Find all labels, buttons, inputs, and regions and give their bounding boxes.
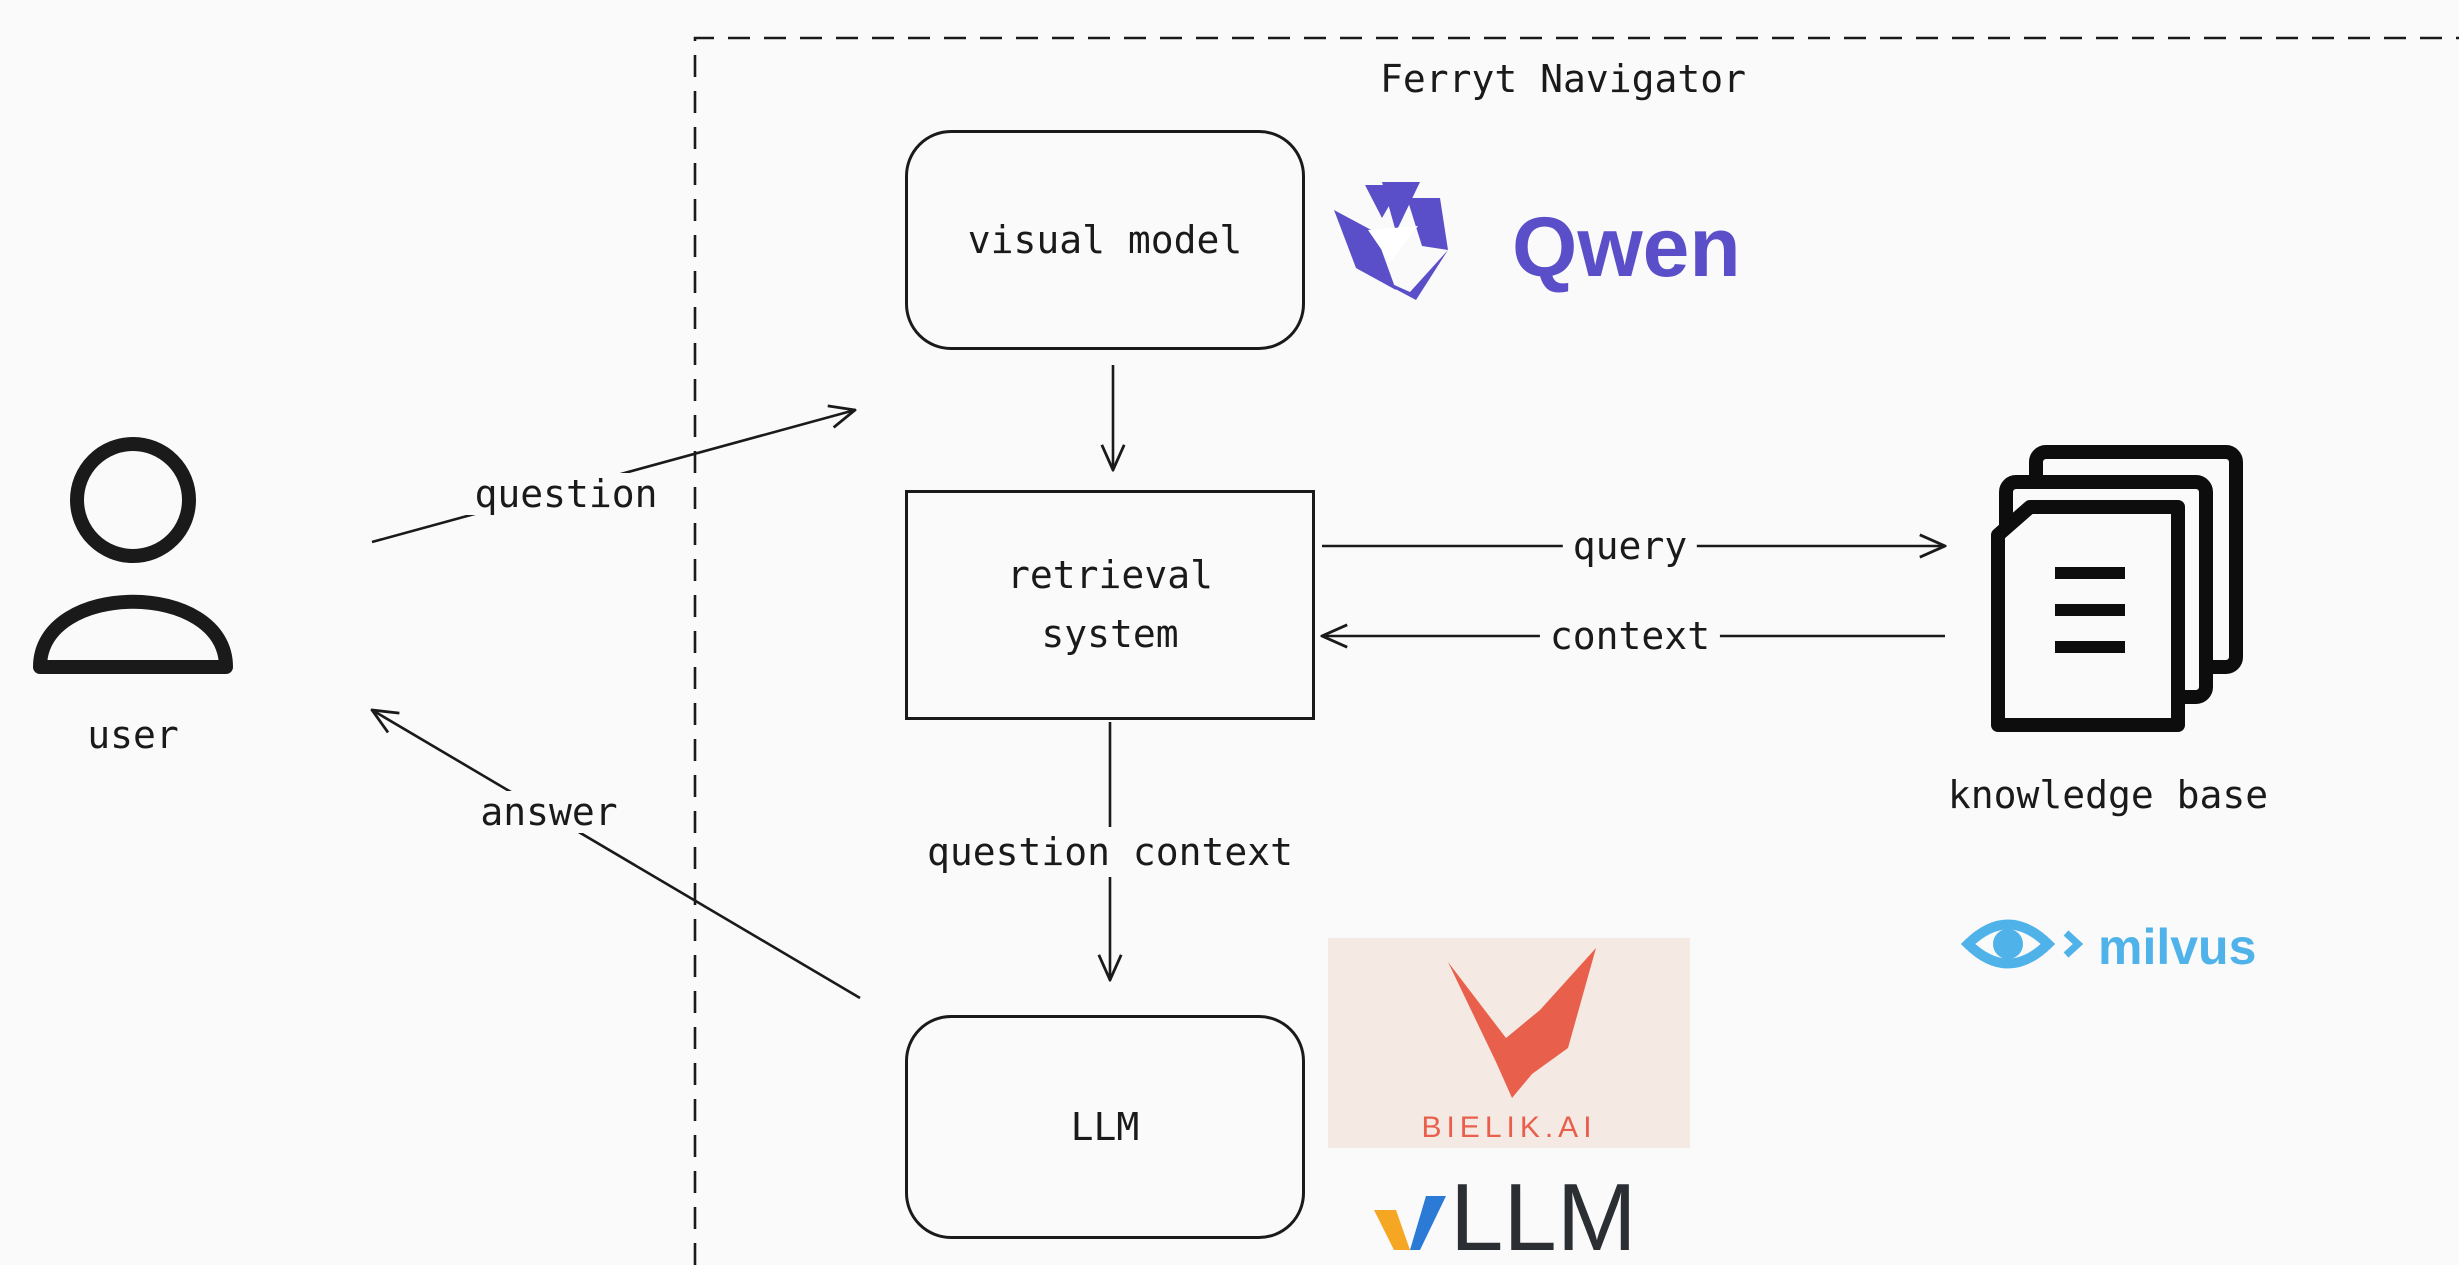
llm-node: LLM — [905, 1015, 1305, 1239]
frame-title: Ferryt Navigator — [1380, 57, 1747, 101]
vllm-v-icon — [1374, 1196, 1446, 1250]
user-icon — [33, 437, 233, 674]
context-edge-label: context — [1539, 615, 1721, 657]
knowledge-base-label: knowledge base — [1947, 773, 2269, 817]
answer-edge-label: answer — [470, 791, 628, 833]
vllm-logo-text: LLM — [1450, 1164, 1637, 1265]
query-edge-label: query — [1562, 525, 1698, 567]
retrieval-system-node: retrieval system — [905, 490, 1315, 720]
user-label: user — [87, 713, 179, 757]
llm-label: LLM — [1070, 1104, 1140, 1149]
question-context-edge-label: question context — [916, 827, 1304, 877]
bielik-logo-text: BIELIK.AI — [1421, 1111, 1597, 1144]
bielik-bird-shape — [1448, 948, 1596, 1098]
visual-model-label: visual model — [967, 217, 1243, 262]
retrieval-label-line1: retrieval — [1007, 553, 1213, 598]
qwen-logo-icon — [1334, 182, 1448, 300]
documents-icon — [1991, 445, 2243, 732]
milvus-logo-text: milvus — [2098, 919, 2257, 975]
qwen-logo-text: Qwen — [1512, 200, 1741, 294]
retrieval-label-line2: system — [1041, 612, 1179, 656]
answer-edge — [372, 710, 861, 1000]
ferryt-navigator-frame — [693, 36, 2459, 1265]
visual-model-node: visual model — [905, 130, 1305, 350]
question-edge-label: question — [464, 473, 668, 515]
milvus-logo-icon — [1960, 919, 2084, 969]
